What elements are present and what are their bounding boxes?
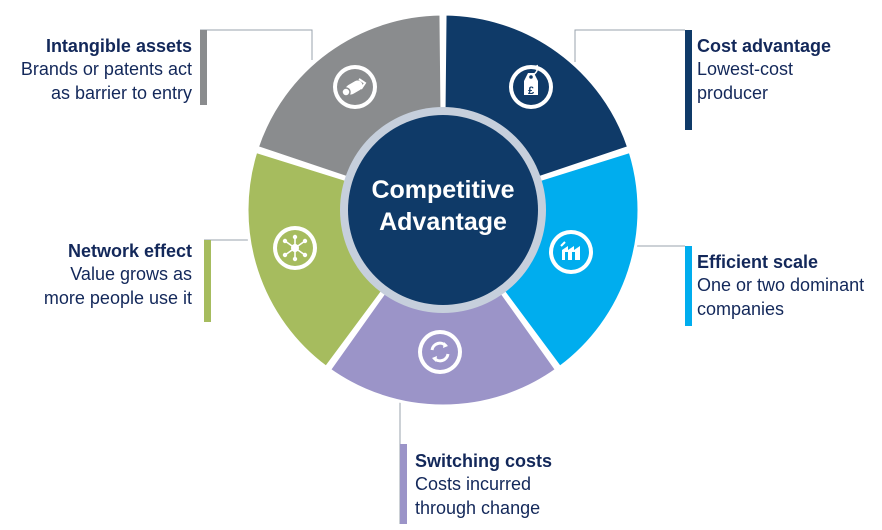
cost-title: Cost advantage: [697, 36, 832, 56]
network-color-bar: [204, 240, 211, 322]
center-title-line1: Competitive: [371, 176, 514, 204]
center-title-line2: Advantage: [379, 208, 507, 236]
intangible-color-bar: [200, 30, 207, 105]
network-desc-line1: Value grows as: [70, 264, 192, 284]
switching-title: Switching costs: [415, 451, 553, 471]
factory-building-icon: [549, 230, 593, 274]
intangible-desc-line1: Brands or patents act: [20, 59, 192, 79]
cost-desc-line1: Lowest-cost: [697, 59, 794, 79]
cost-advantage-label: Cost advantage Lowest-cost producer: [697, 35, 867, 105]
intangible-desc-line2: as barrier to entry: [50, 83, 192, 103]
pound-price-tag-icon: £: [509, 64, 553, 109]
network-title: Network effect: [67, 241, 192, 261]
switching-desc-line1: Costs incurred: [415, 474, 532, 494]
switching-costs-label: Switching costs Costs incurred through c…: [415, 450, 615, 520]
svg-text:£: £: [528, 85, 534, 97]
center-circle: [348, 115, 538, 305]
cost-desc-line2: producer: [697, 83, 769, 103]
intangible-assets-label: Intangible assets Brands or patents act …: [0, 35, 192, 105]
efficient-scale-label: Efficient scale One or two dominant comp…: [697, 251, 877, 321]
network-effect-label: Network effect Value grows as more peopl…: [0, 240, 192, 310]
connector-cost: [574, 29, 685, 62]
efficient-title: Efficient scale: [697, 252, 819, 272]
rolled-certificate-icon: [333, 65, 377, 109]
network-nodes-icon: [273, 226, 317, 270]
efficient-color-bar: [685, 246, 692, 326]
network-desc-line2: more people use it: [43, 288, 192, 308]
intangible-title: Intangible assets: [45, 36, 192, 56]
cost-color-bar: [685, 30, 692, 130]
connector-intangible: [200, 29, 313, 60]
switching-desc-line2: through change: [415, 498, 541, 518]
efficient-desc-line1: One or two dominant: [697, 275, 865, 295]
switching-color-bar: [400, 444, 407, 524]
refresh-arrows-icon: [418, 330, 462, 374]
efficient-desc-line2: companies: [697, 299, 785, 319]
